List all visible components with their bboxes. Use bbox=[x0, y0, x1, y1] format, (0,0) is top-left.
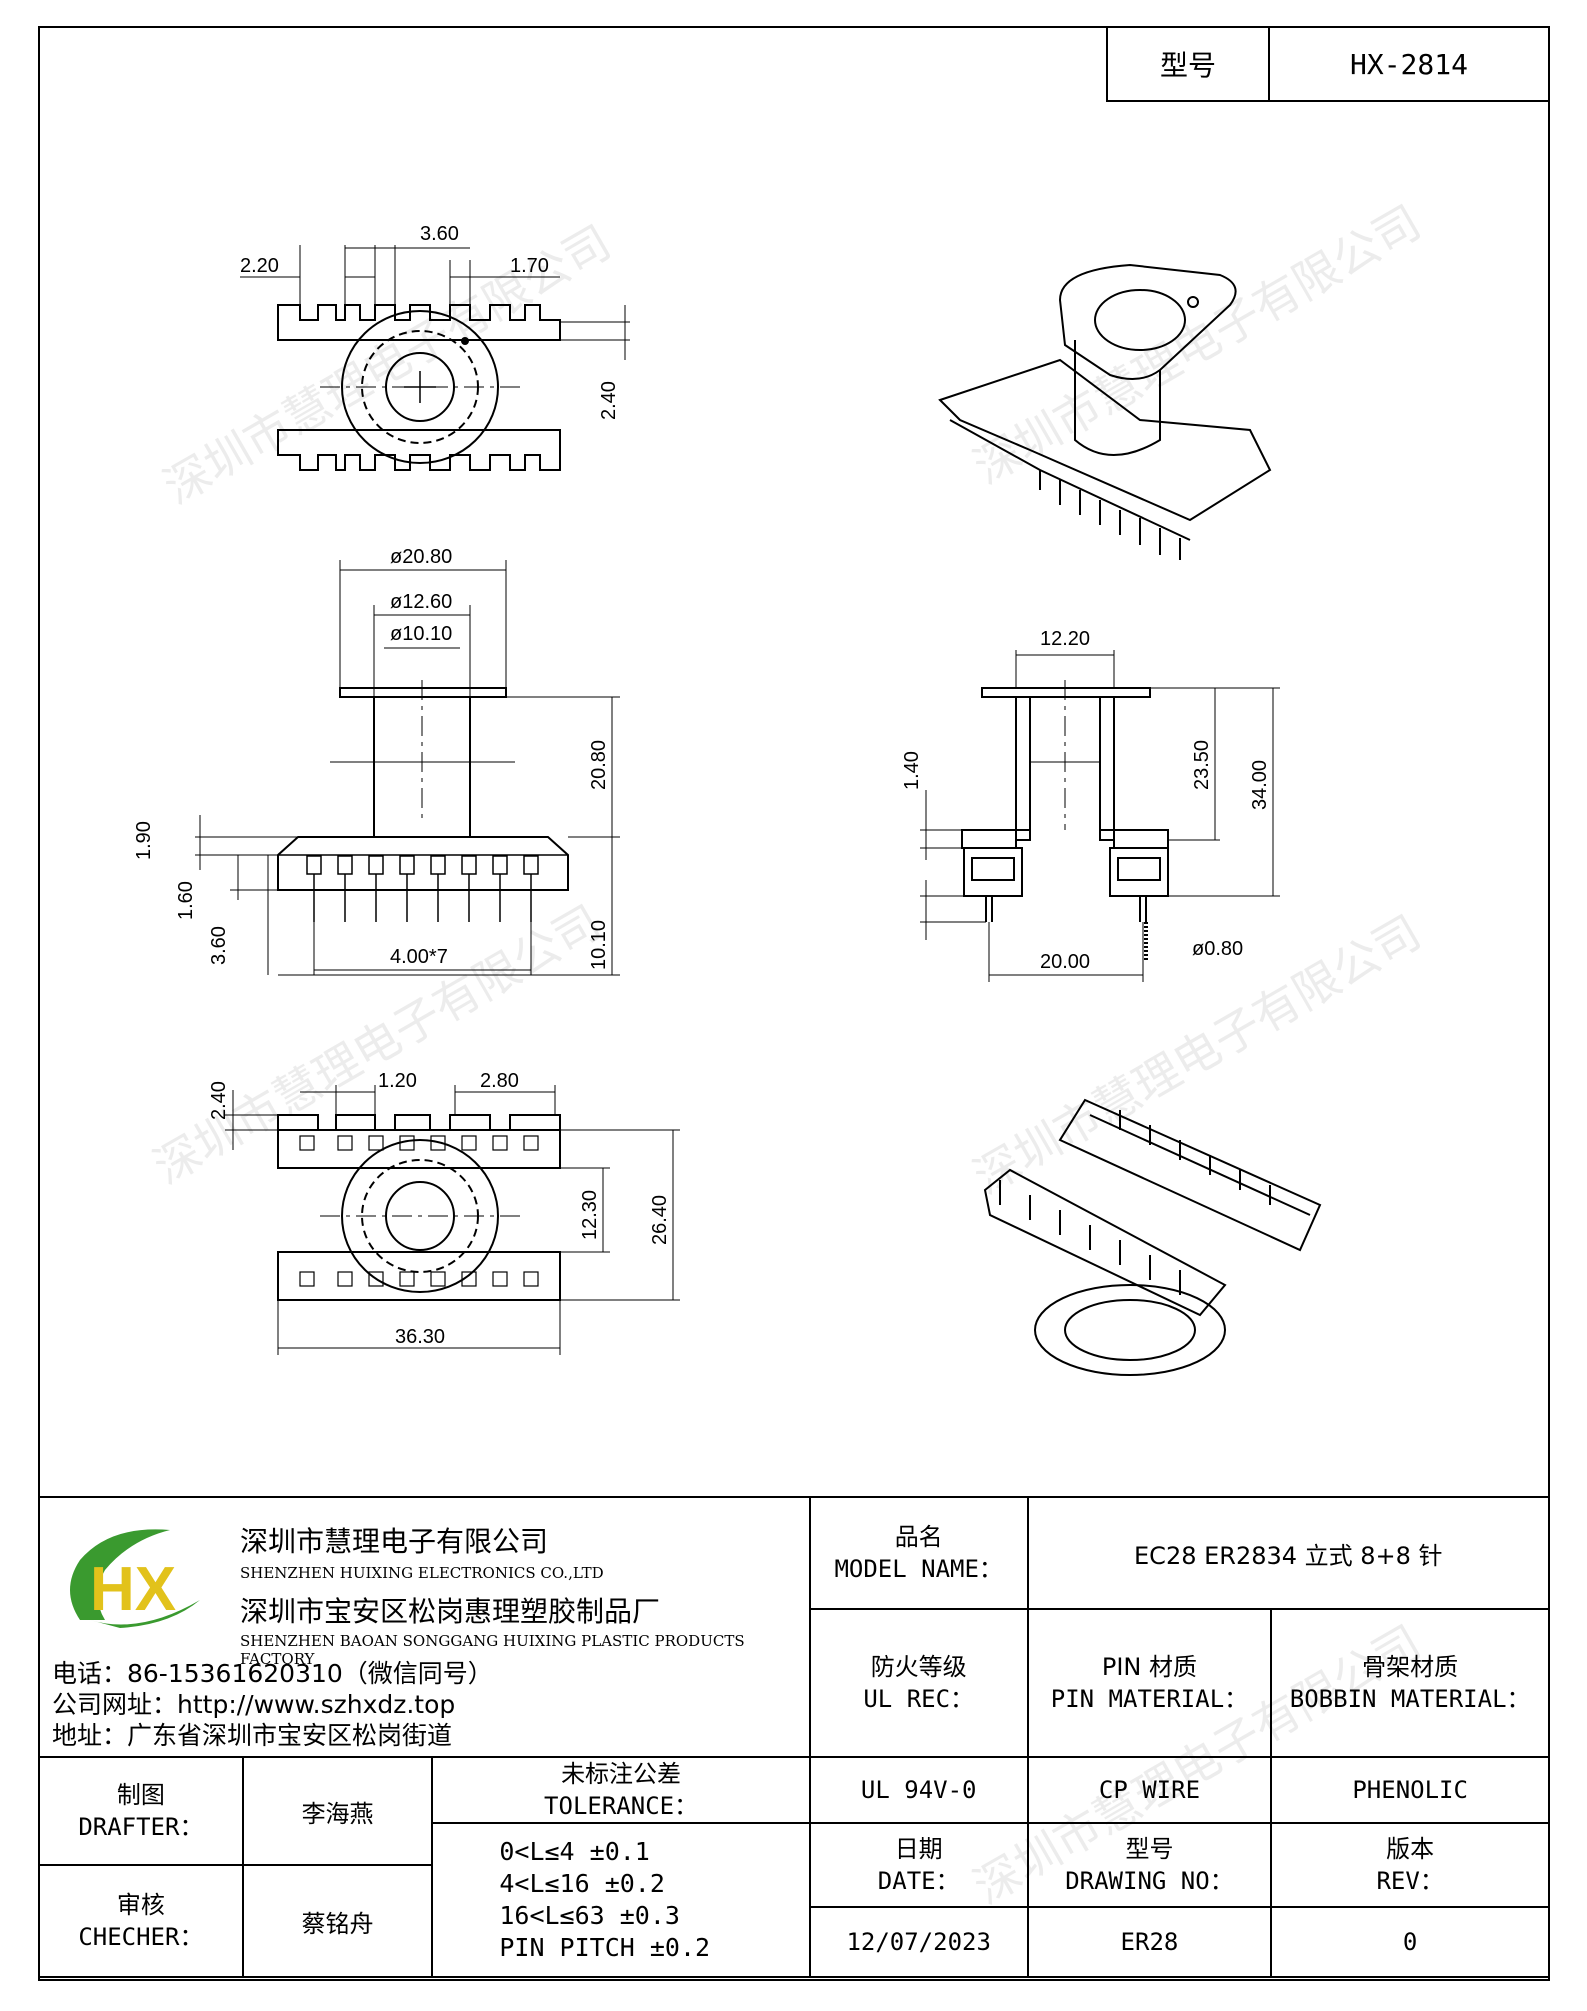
dim-E: 1.60 bbox=[175, 881, 197, 920]
header-model-label: 型号 bbox=[1108, 28, 1270, 100]
phone: 电话：86-15361620310（微信同号） bbox=[52, 1659, 493, 1688]
dim-C: ø10.10 bbox=[390, 623, 452, 645]
contact-block: 电话：86-15361620310（微信同号） 公司网址：http://www.… bbox=[52, 1658, 493, 1751]
dim-O: 23.50 bbox=[1191, 740, 1213, 790]
factory-name-en: SHENZHEN BAOAN SONGGANG HUIXING PLASTIC … bbox=[240, 1632, 745, 1668]
dim-top-360: 3.60 bbox=[420, 223, 459, 245]
dim-H: 10.10 bbox=[588, 920, 610, 970]
company-logo: HX bbox=[70, 1529, 200, 1628]
drawing-no-value: ER28 bbox=[1026, 1906, 1273, 1978]
date-value: 12/07/2023 bbox=[808, 1906, 1029, 1978]
logo-text: HX bbox=[90, 1555, 176, 1624]
dim-K: 1.40 bbox=[901, 751, 923, 790]
dim-top-170: 1.70 bbox=[510, 255, 549, 277]
company-name-cn: 深圳市慧理电子有限公司 bbox=[240, 1525, 549, 1558]
header-model-value: HX-2814 bbox=[1349, 47, 1468, 81]
header-model-box: 型号 HX-2814 bbox=[1106, 26, 1550, 102]
technical-drawing: 3.60 2.20 1.70 2.40 bbox=[133, 223, 1322, 1376]
factory-name-cn: 深圳市宝安区松岗惠理塑胶制品厂 bbox=[240, 1595, 661, 1628]
isometric-view-bottom bbox=[983, 1098, 1322, 1376]
dim-Q: 36.30 bbox=[395, 1326, 445, 1348]
dim-M: 20.00 bbox=[1040, 951, 1090, 973]
dim-b-280: 2.80 bbox=[480, 1070, 519, 1092]
company-info: HX 深圳市慧理电子有限公司 SHENZHEN HUIXING ELECTRON… bbox=[38, 1496, 811, 1758]
dim-I: 20.80 bbox=[588, 740, 610, 790]
top-view: 3.60 2.20 1.70 2.40 bbox=[240, 223, 630, 471]
dim-J: 12.20 bbox=[1040, 628, 1090, 650]
dim-N: ø0.80 bbox=[1192, 938, 1243, 960]
pin-material-value: CP WIRE bbox=[1026, 1756, 1273, 1824]
dim-F: 3.60 bbox=[208, 926, 230, 965]
dim-R: 12.30 bbox=[579, 1190, 601, 1240]
isometric-view-top bbox=[938, 263, 1272, 560]
dim-B: ø12.60 bbox=[390, 591, 452, 613]
dim-D: 1.90 bbox=[133, 821, 155, 860]
dim-P: 34.00 bbox=[1249, 760, 1271, 810]
bottom-view: 1.20 2.80 2.40 12.30 26.40 36.30 bbox=[208, 1070, 680, 1355]
drafter-name: 李海燕 bbox=[241, 1756, 434, 1866]
dim-b-240: 2.40 bbox=[208, 1081, 230, 1120]
website: 公司网址：http://www.szhxdz.top bbox=[52, 1690, 456, 1719]
dim-A: ø20.80 bbox=[390, 546, 452, 568]
dim-S: 26.40 bbox=[649, 1195, 671, 1245]
model-name-value: EC28 ER2834 立式 8+8 针 bbox=[1026, 1496, 1551, 1610]
dim-top-240: 2.40 bbox=[598, 381, 620, 420]
drawing-sheet-border bbox=[38, 26, 1550, 1981]
tolerance-values: 0<L≤4 ±0.1 4<L≤16 ±0.2 16<L≤63 ±0.3 PIN … bbox=[431, 1822, 811, 1978]
dim-top-220: 2.20 bbox=[240, 255, 279, 277]
bobbin-material-value: PHENOLIC bbox=[1270, 1756, 1550, 1824]
title-block: HX 深圳市慧理电子有限公司 SHENZHEN HUIXING ELECTRON… bbox=[38, 1496, 1551, 1978]
ul-value: UL 94V-0 bbox=[808, 1756, 1029, 1824]
front-view: ø20.80 ø12.60 ø10.10 20.80 1.90 1.60 3.6… bbox=[133, 546, 620, 976]
side-view: 12.20 1.40 23.50 34.00 20.00 ø0.80 bbox=[901, 628, 1280, 982]
checker-name: 蔡铭舟 bbox=[241, 1864, 434, 1978]
rev-value: 0 bbox=[1270, 1906, 1550, 1978]
company-name-en: SHENZHEN HUIXING ELECTRONICS CO.,LTD bbox=[240, 1564, 604, 1582]
dim-G: 4.00*7 bbox=[390, 946, 448, 968]
dim-b-120: 1.20 bbox=[378, 1070, 417, 1092]
address: 地址：广东省深圳市宝安区松岗街道 bbox=[52, 1721, 453, 1750]
